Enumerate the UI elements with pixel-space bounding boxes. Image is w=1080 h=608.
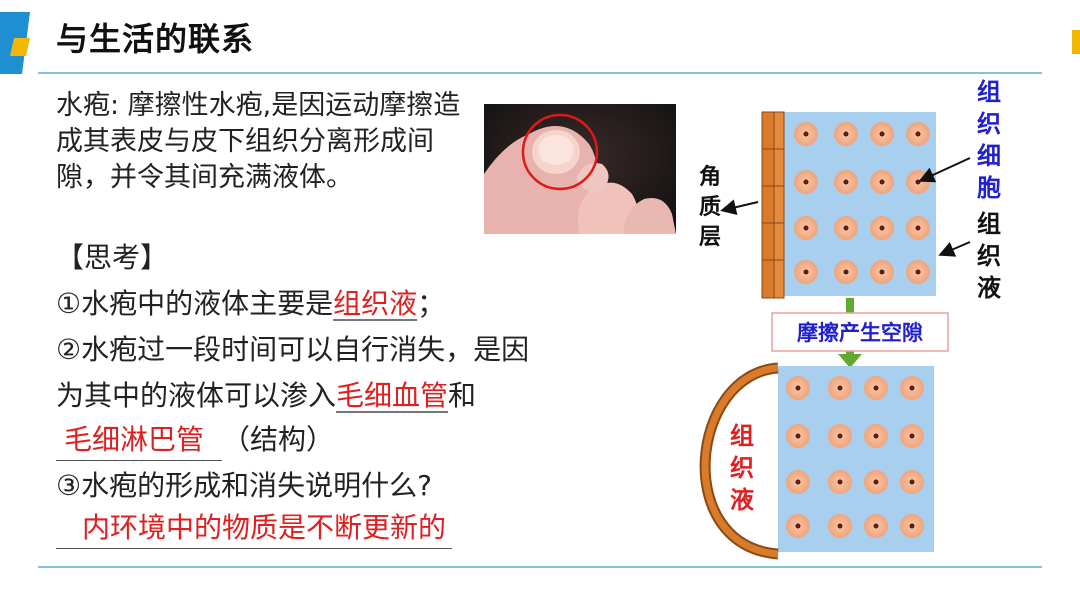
question-2-and: 和	[448, 379, 477, 412]
label-tissue-cell: 组 织 细 胞	[977, 78, 1001, 202]
tissue-cell-pointer-arrow	[918, 157, 971, 183]
question-2-text: 为其中的液体可以渗入	[56, 379, 337, 412]
svg-text:织: 织	[977, 110, 1001, 138]
svg-text:织: 织	[730, 454, 754, 482]
stratum-pointer-arrow	[720, 199, 759, 216]
question-1-answer: 组织液	[333, 287, 418, 320]
svg-text:织: 织	[977, 242, 1001, 270]
question-1-text: ①水疱中的液体主要是	[56, 287, 334, 320]
svg-text:层: 层	[699, 225, 721, 250]
question-3-answer: 内环境中的物质是不断更新的	[82, 511, 447, 544]
svg-text:组: 组	[977, 78, 1001, 106]
tissue-fluid-pointer-arrow	[938, 241, 971, 257]
svg-text:胞: 胞	[977, 174, 1001, 202]
title-divider	[38, 72, 1042, 74]
gap-label-box	[771, 312, 949, 352]
svg-text:细: 细	[977, 142, 1001, 170]
question-1: ①水疱中的液体主要是组织液；	[56, 284, 445, 324]
label-tissue-fluid-top: 组 织 液	[977, 210, 1001, 302]
stratum-corneum-layer	[761, 111, 785, 299]
svg-text:组: 组	[730, 422, 754, 450]
slide-title: 与生活的联系	[56, 20, 255, 58]
svg-text:质: 质	[699, 195, 721, 220]
tissue-block-bottom	[778, 366, 934, 552]
tissue-block-top	[761, 111, 936, 299]
think-label: 【思考】	[56, 241, 169, 274]
question-2-line-1: ②水疱过一段时间可以自行消失，是因	[56, 333, 530, 366]
blister-diagram: 角 质 层 组 织 细 胞 组 织 液 摩擦产生空隙	[699, 78, 1001, 560]
question-2-answer-lymph: 毛细淋巴管	[64, 423, 205, 456]
question-2-structure: （结构）	[222, 423, 335, 456]
blister-photo	[484, 104, 676, 234]
question-2-line-3: 毛细淋巴管 （结构）	[56, 420, 334, 461]
title-accent-decoration	[0, 12, 30, 74]
svg-text:液: 液	[977, 274, 1001, 302]
question-2-answer-capillary: 毛细血管	[336, 379, 449, 412]
question-3-answer-line: 内环境中的物质是不断更新的	[56, 508, 453, 549]
question-1-suffix: ；	[417, 287, 446, 320]
question-2-line-2: 为其中的液体可以渗入毛细血管和	[56, 376, 476, 416]
tissue-cells-top	[794, 122, 930, 284]
svg-text:液: 液	[730, 486, 754, 514]
blister-description: 水疱: 摩擦性水疱,是因运动摩擦造成其表皮与皮下组织分离形成间隙，并令其间充满液…	[56, 90, 461, 193]
tissue-cells-bottom	[786, 376, 924, 538]
question-3: ③水疱的形成和消失说明什么?	[56, 469, 432, 502]
label-stratum-corneum: 角 质 层	[699, 164, 721, 250]
label-tissue-fluid-bottom: 组 织 液	[730, 422, 754, 514]
footer-divider	[38, 566, 1042, 568]
corner-accent-decoration	[1072, 30, 1080, 54]
gap-label: 摩擦产生空隙	[797, 321, 923, 345]
svg-text:组: 组	[977, 210, 1001, 238]
svg-text:角: 角	[699, 164, 721, 190]
